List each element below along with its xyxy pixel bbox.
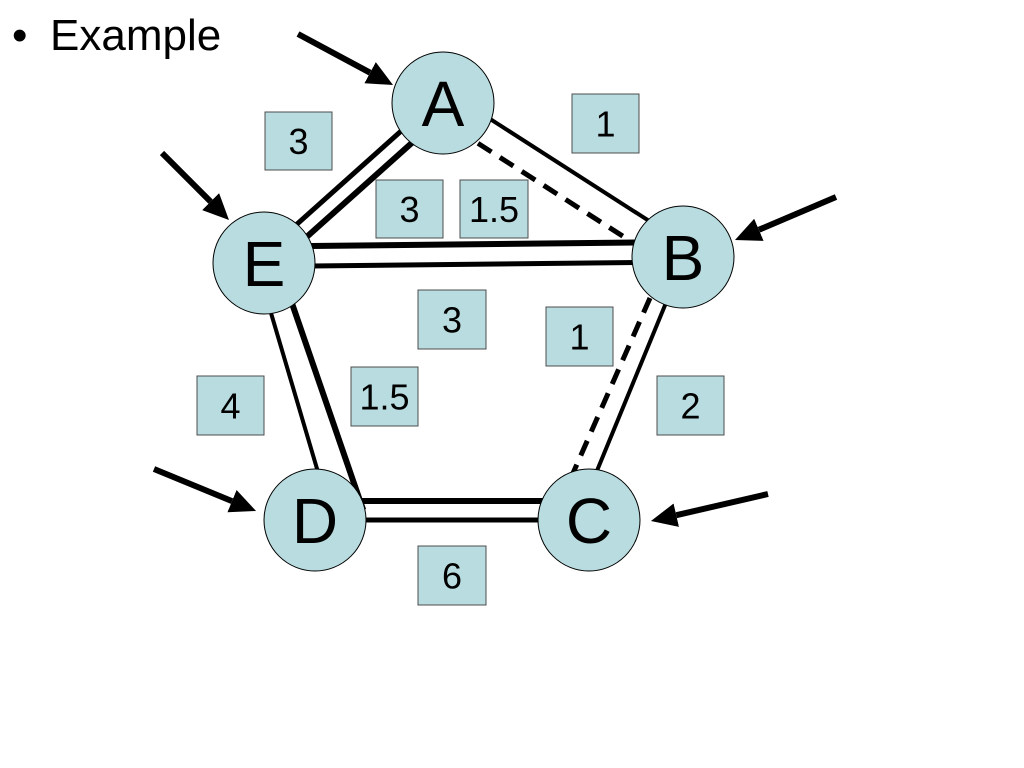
edge-a-b-dashed <box>476 141 637 247</box>
weight-box-bg <box>375 179 444 239</box>
node-a-circle <box>391 51 495 155</box>
weight-box: 1 <box>545 306 614 367</box>
weight-box: 3 <box>264 111 333 171</box>
arrow-to-node-e <box>159 150 229 220</box>
node-c: C <box>537 468 641 572</box>
arrow-to-node-d <box>152 466 257 513</box>
weight-box: 1.5 <box>459 179 529 239</box>
arrow-to-node-c <box>650 491 769 527</box>
weight-box-bg <box>571 93 640 154</box>
weight-box-bg <box>196 375 265 436</box>
edge-e-b-line-2 <box>263 259 684 269</box>
edge-b-c-solid <box>581 269 682 506</box>
slide-heading: Example <box>50 11 221 60</box>
node-d: D <box>263 468 367 572</box>
node-a-label: A <box>422 68 465 140</box>
weight-label: 3 <box>399 189 419 230</box>
node-a: A <box>391 51 495 155</box>
node-c-label: C <box>566 485 612 557</box>
weight-label: 3 <box>288 121 308 162</box>
weight-label: 1.5 <box>359 377 409 418</box>
weight-box-bg <box>417 545 487 606</box>
weight-box-bg <box>417 289 487 350</box>
node-e: E <box>212 211 316 315</box>
arrow-to-node-b <box>734 194 838 241</box>
weight-box: 2 <box>656 375 725 436</box>
node-e-circle <box>212 211 316 315</box>
weight-box-bg <box>264 111 333 171</box>
weight-box-bg <box>545 306 614 367</box>
weight-label: 3 <box>442 300 462 341</box>
weight-box: 6 <box>417 545 487 606</box>
weight-box-bg <box>350 366 419 427</box>
bullet-symbol: • <box>12 11 27 60</box>
node-b-circle <box>631 205 735 309</box>
weight-label: 6 <box>442 556 462 597</box>
edge-e-d-line-2 <box>277 269 367 511</box>
weight-box-bg <box>459 179 529 239</box>
weight-label: 1 <box>569 317 589 358</box>
node-b: B <box>631 205 735 309</box>
edge-e-b-line-1 <box>263 239 684 250</box>
weight-label: 2 <box>680 386 700 427</box>
edge-b-c-dashed <box>567 296 653 482</box>
node-d-circle <box>263 468 367 572</box>
node-c-circle <box>537 468 641 572</box>
weight-box: 3 <box>375 179 444 239</box>
weight-label: 1.5 <box>469 189 519 230</box>
node-d-label: D <box>292 485 338 557</box>
weight-box: 1.5 <box>350 366 419 427</box>
node-b-label: B <box>662 222 705 294</box>
weight-label: 1 <box>595 104 615 145</box>
node-e-label: E <box>243 228 286 300</box>
arrow-to-node-a <box>296 31 394 85</box>
arrows <box>152 31 838 527</box>
weight-label: 4 <box>220 386 240 427</box>
weight-box: 4 <box>196 375 265 436</box>
weight-box: 3 <box>417 289 487 350</box>
weight-box-bg <box>656 375 725 436</box>
weight-box: 1 <box>571 93 640 154</box>
